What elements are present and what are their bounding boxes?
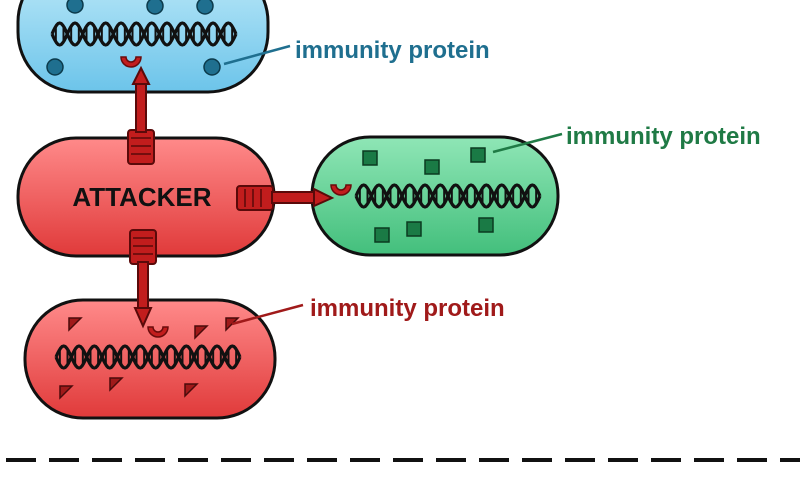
immunity-protein-circle	[66, 0, 84, 14]
red-target-cell: immunity protein	[23, 295, 505, 420]
immunity-protein-circle	[46, 58, 64, 76]
needle-down	[129, 229, 157, 329]
immunity-protein-circle	[196, 0, 214, 15]
immunity-protein-square	[470, 147, 486, 163]
immunity-protein-square	[374, 227, 390, 243]
dna-strand	[54, 344, 242, 370]
immunity-protein-triangle	[194, 325, 209, 340]
needle-up	[127, 65, 155, 165]
immunity-protein-square	[478, 217, 494, 233]
immunity-protein-square	[424, 159, 440, 175]
blue-immunity-proteins	[46, 0, 221, 76]
label-leader-line	[231, 303, 304, 326]
attacker-label: ATTACKER	[72, 182, 211, 212]
blue-dna-icon	[50, 21, 238, 47]
needle-right	[236, 185, 335, 211]
red-dna-icon	[54, 344, 242, 370]
immunity-protein-square	[406, 221, 422, 237]
label-leader-line	[223, 44, 291, 66]
attacker-cell: ATTACKER	[16, 136, 276, 258]
green-immunity-proteins	[362, 147, 494, 243]
immunity-protein-triangle	[184, 383, 199, 398]
dna-strand	[50, 21, 238, 47]
dna-strand	[354, 183, 542, 209]
green-cell-label: immunity protein	[566, 123, 761, 150]
immunity-protein-square	[362, 150, 378, 166]
immunity-protein-triangle	[109, 377, 124, 392]
toxin-icon	[147, 326, 169, 338]
immunity-protein-triangle	[68, 317, 83, 332]
blue-target-cell: immunity protein	[16, 0, 490, 94]
toxin-icon	[330, 184, 352, 196]
immunity-protein-circle	[203, 58, 221, 76]
green-dna-icon	[354, 183, 542, 209]
blue-cell-label: immunity protein	[295, 37, 490, 64]
green-target-cell: immunity protein	[310, 123, 761, 257]
immunity-protein-circle	[146, 0, 164, 15]
immunity-protein-triangle	[59, 385, 74, 400]
toxin-icon	[120, 56, 142, 68]
label-leader-line	[492, 132, 563, 154]
red-cell-label: immunity protein	[310, 295, 505, 322]
